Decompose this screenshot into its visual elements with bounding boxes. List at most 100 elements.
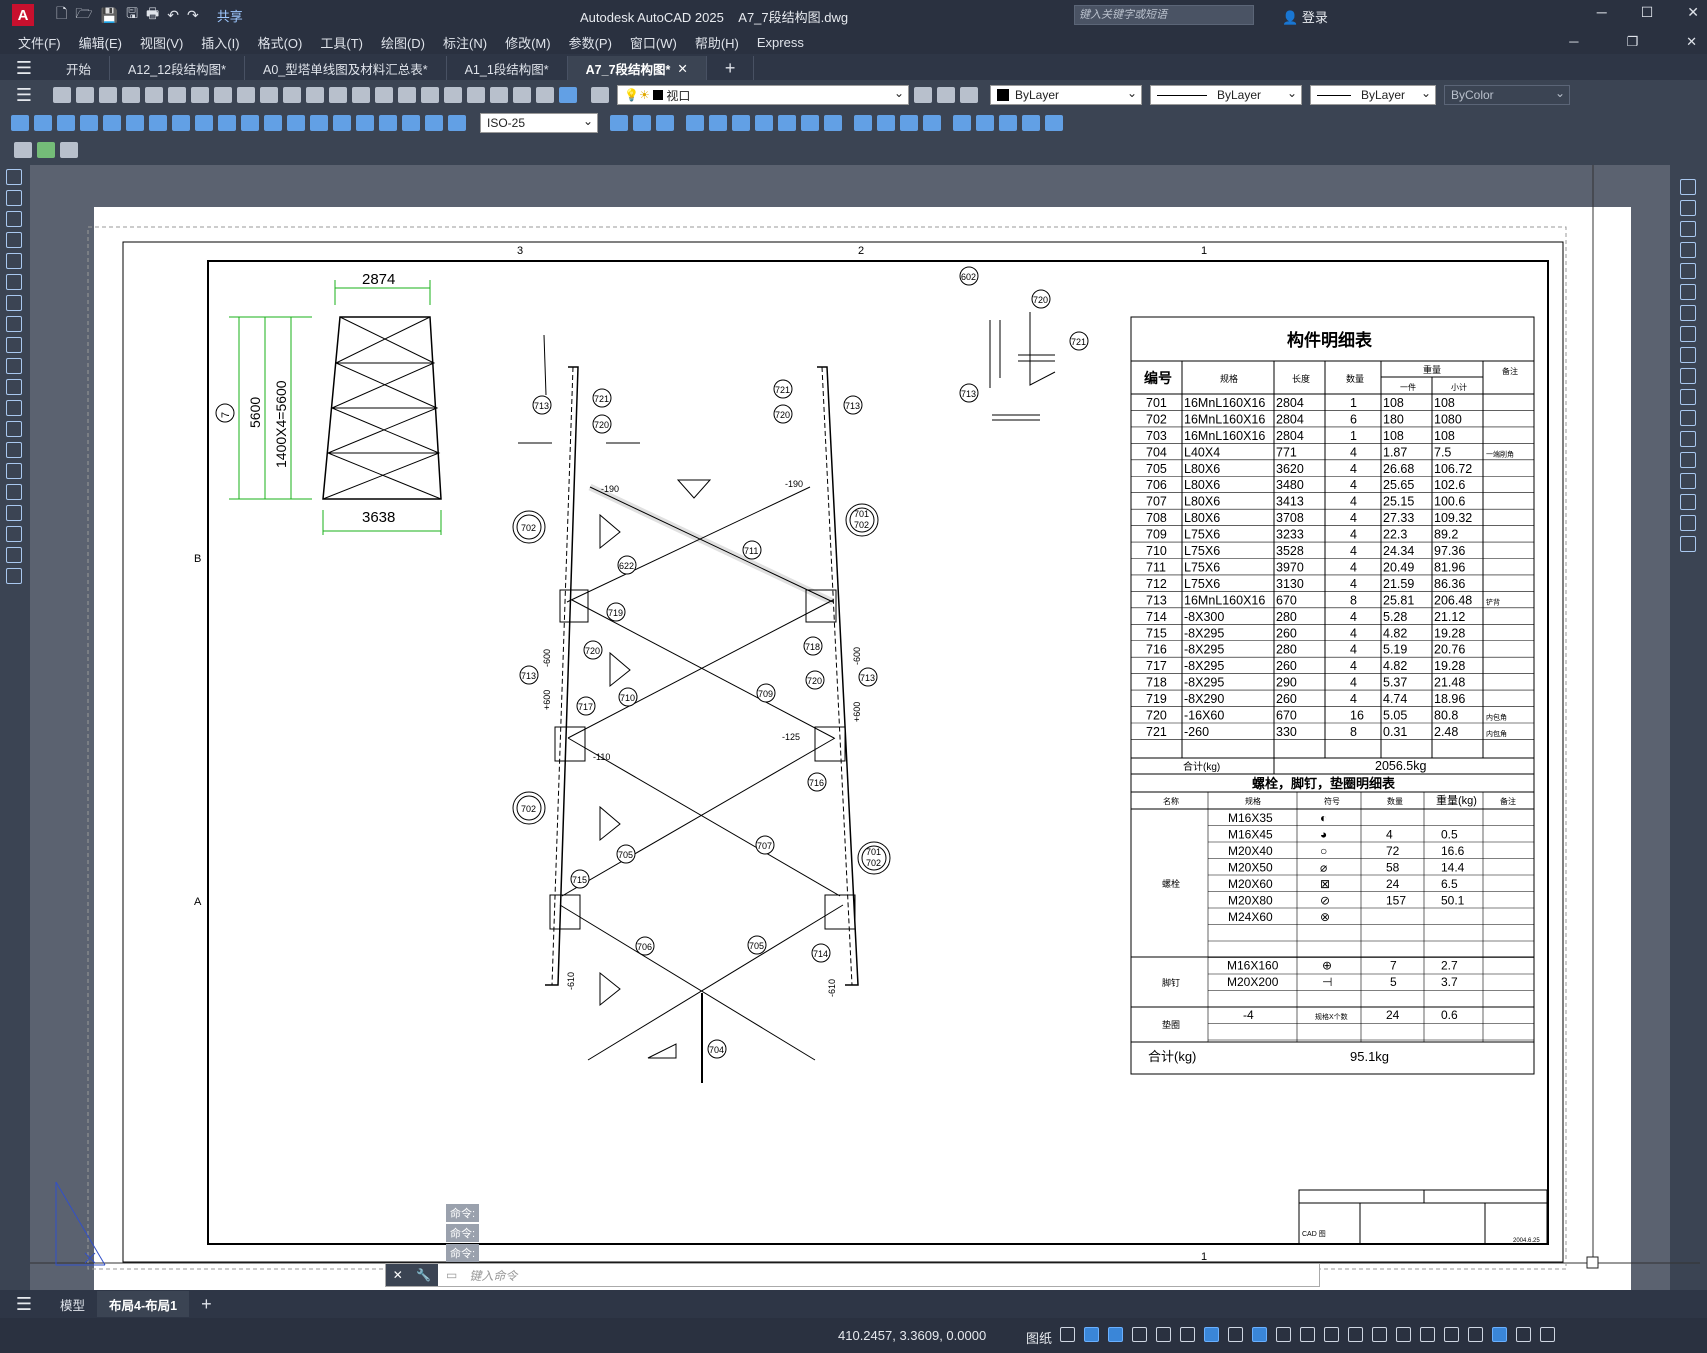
save-icon[interactable]: 💾 (100, 6, 119, 23)
ucs-icon[interactable] (953, 115, 971, 131)
break-dim-icon[interactable] (287, 115, 305, 131)
markup-icon[interactable] (513, 87, 531, 103)
menu-express[interactable]: Express (756, 34, 804, 50)
zoom-window-icon[interactable] (375, 87, 393, 103)
menu-insert[interactable]: 插入(I) (201, 35, 240, 51)
open-file-icon[interactable] (76, 87, 94, 103)
pan-icon[interactable] (329, 87, 347, 103)
ucs-world-icon[interactable] (976, 115, 994, 131)
arc-dim-icon[interactable] (57, 115, 75, 131)
fillet-icon[interactable] (1680, 494, 1696, 510)
command-customize-icon[interactable]: 🔧 (416, 1268, 432, 1282)
tab-a12[interactable]: A12_12段结构图* (110, 56, 245, 80)
autocad-logo[interactable]: A (12, 4, 34, 26)
iso-nw-icon[interactable] (824, 115, 842, 131)
add-selected-icon[interactable] (6, 568, 22, 584)
jog-line-icon[interactable] (379, 115, 397, 131)
units-icon[interactable] (1396, 1327, 1411, 1342)
tolerance-icon[interactable] (310, 115, 328, 131)
baseline-dim-icon[interactable] (218, 115, 236, 131)
polyline-icon[interactable] (6, 211, 22, 227)
graphics-performance-icon[interactable] (1492, 1327, 1507, 1342)
plotstyle-dropdown[interactable]: ByColor (1444, 85, 1570, 105)
view-back-icon[interactable] (732, 115, 750, 131)
close-icon[interactable]: ✕ (1687, 4, 1699, 20)
move-icon[interactable] (1680, 284, 1696, 300)
search-input[interactable]: 键入关键字或短语 (1074, 5, 1254, 25)
sheetset-icon[interactable] (490, 87, 508, 103)
make-current-icon[interactable] (914, 87, 932, 103)
tab-start[interactable]: 开始 (48, 56, 111, 80)
add-layout-icon[interactable]: + (201, 1293, 212, 1314)
array-icon[interactable] (1680, 263, 1696, 279)
preview-icon[interactable] (145, 87, 163, 103)
print-icon[interactable] (122, 87, 140, 103)
ucs-object-icon[interactable] (1045, 115, 1063, 131)
continuous-orbit-icon[interactable] (900, 115, 918, 131)
blend-icon[interactable] (1680, 515, 1696, 531)
chamfer-icon[interactable] (1680, 473, 1696, 489)
annotation-monitor-icon[interactable] (1372, 1327, 1387, 1342)
redo-tb-icon[interactable] (306, 87, 324, 103)
view-bottom-icon[interactable] (633, 115, 651, 131)
arc-icon[interactable] (6, 274, 22, 290)
offset-icon[interactable] (1680, 242, 1696, 258)
view-top-icon[interactable] (610, 115, 628, 131)
table-icon[interactable] (37, 142, 55, 158)
jogged-dim-icon[interactable] (126, 115, 144, 131)
copy-icon[interactable] (214, 87, 232, 103)
hatch-icon[interactable] (6, 463, 22, 479)
saveas-icon[interactable]: 🖫 (126, 5, 139, 21)
command-line[interactable]: ✕ 🔧 ▭ 键入命令 (385, 1263, 1320, 1287)
line-icon[interactable] (6, 169, 22, 185)
iso-sw-icon[interactable] (755, 115, 773, 131)
free-orbit-icon[interactable] (877, 115, 895, 131)
quick-properties-icon[interactable] (1420, 1327, 1435, 1342)
calc-icon[interactable] (536, 87, 554, 103)
tab-model[interactable]: 模型 (60, 1298, 86, 1313)
menu-modify[interactable]: 修改(M) (505, 35, 551, 51)
linear-dim-icon[interactable] (11, 115, 29, 131)
angular-dim-icon[interactable] (172, 115, 190, 131)
login-button[interactable]: 👤 登录 (1282, 10, 1328, 25)
view-front-icon[interactable] (709, 115, 727, 131)
menu-format[interactable]: 格式(O) (257, 35, 303, 51)
inspect-icon[interactable] (356, 115, 374, 131)
menu-dimension[interactable]: 标注(N) (443, 35, 488, 51)
quick-dim-icon[interactable] (195, 115, 213, 131)
snap-icon[interactable] (1060, 1327, 1075, 1342)
isodraft-icon[interactable] (1132, 1327, 1147, 1342)
annotation-visibility-icon[interactable] (1204, 1327, 1219, 1342)
doc-close-icon[interactable]: ✕ (1686, 34, 1697, 49)
annotation-scale-icon[interactable] (1324, 1327, 1339, 1342)
maximize-icon[interactable]: ☐ (1640, 4, 1654, 20)
circle-icon[interactable] (6, 295, 22, 311)
polygon-icon[interactable] (6, 232, 22, 248)
menu-edit[interactable]: 编辑(E) (78, 35, 122, 51)
ucs-face-icon[interactable] (1022, 115, 1040, 131)
plot-icon[interactable]: 🖶 (146, 5, 160, 21)
layer-state-icon[interactable] (960, 87, 978, 103)
lock-ui-icon[interactable] (1444, 1327, 1459, 1342)
doc-restore-icon[interactable]: ❐ (1626, 34, 1639, 49)
mtext-icon[interactable] (6, 547, 22, 563)
ellipse-arc-icon[interactable] (6, 379, 22, 395)
rectangle-icon[interactable] (6, 253, 22, 269)
minimize-icon[interactable]: ─ (1596, 4, 1607, 20)
properties-icon[interactable] (421, 87, 439, 103)
polar-icon[interactable] (1108, 1327, 1123, 1342)
orbit-icon[interactable] (854, 115, 872, 131)
open-icon[interactable]: 🗁 (75, 5, 93, 21)
tab-a0[interactable]: A0_型塔单线图及材料汇总表* (245, 56, 447, 80)
ortho-icon[interactable] (1084, 1327, 1099, 1342)
toolpalette-icon[interactable] (467, 87, 485, 103)
layer-manager-icon[interactable] (591, 87, 609, 103)
lineweight-icon[interactable] (1228, 1327, 1243, 1342)
trim-icon[interactable] (1680, 368, 1696, 384)
doc-minimize-icon[interactable]: ─ (1569, 34, 1579, 49)
osnap-track-icon[interactable] (1156, 1327, 1171, 1342)
join-icon[interactable] (1680, 452, 1696, 468)
menu-draw[interactable]: 绘图(D) (380, 35, 426, 51)
spline-icon[interactable] (6, 337, 22, 353)
customize-status-icon[interactable] (1540, 1327, 1555, 1342)
